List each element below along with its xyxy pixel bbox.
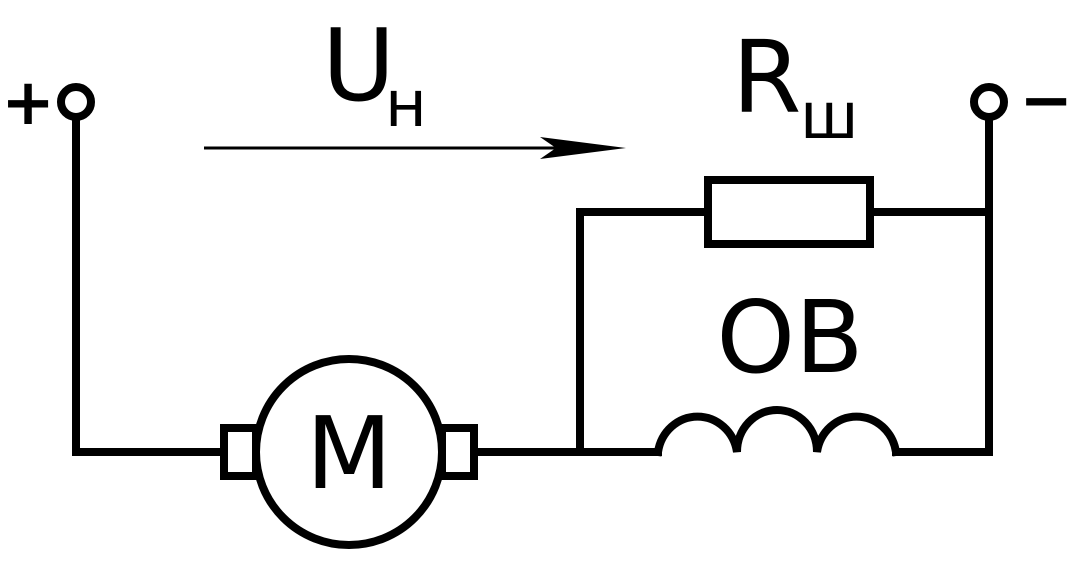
voltage-symbol: U xyxy=(322,7,395,124)
field-winding-label: ОВ xyxy=(716,279,863,396)
positive-terminal xyxy=(57,83,95,121)
shunt-resistor xyxy=(704,176,874,248)
motor-housing xyxy=(252,355,446,549)
negative-terminal xyxy=(970,83,1008,121)
voltage-arrow-head xyxy=(540,137,626,159)
positive-terminal-sign: + xyxy=(1,66,55,140)
motor-brush-right xyxy=(438,424,478,480)
negative-terminal-sign: − xyxy=(1019,64,1073,138)
field-winding-coil xyxy=(653,406,901,457)
voltage-subscript: н xyxy=(385,68,427,142)
wire-shunt-left xyxy=(576,208,712,456)
resistor-subscript: ш xyxy=(800,80,859,154)
wire-positive-to-motor xyxy=(72,113,228,456)
motor-brush-left xyxy=(220,424,260,480)
motor-label: М xyxy=(306,395,392,512)
resistor-symbol: R xyxy=(732,19,801,136)
